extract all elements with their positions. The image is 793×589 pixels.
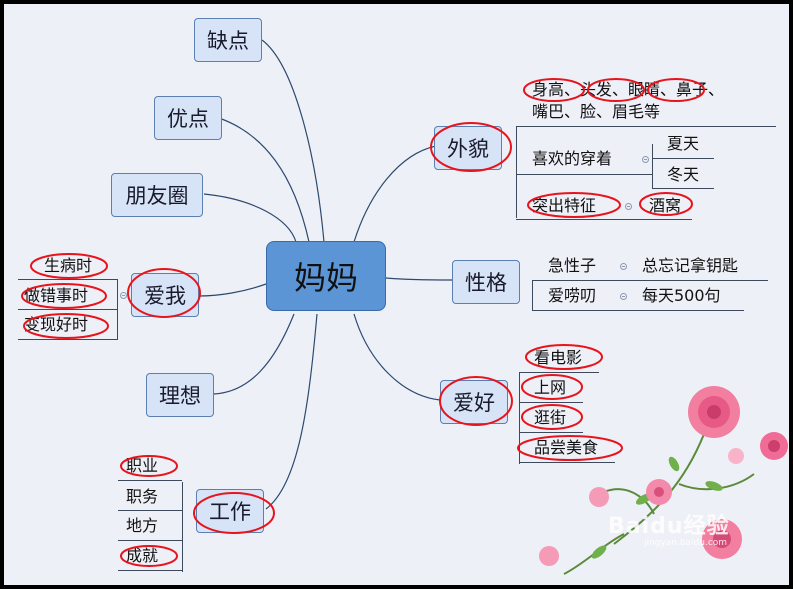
link-appearance (353, 145, 437, 243)
collapse-toggle-feature[interactable] (625, 203, 632, 210)
link-love-me (198, 283, 267, 297)
hobbies-bracket (519, 372, 520, 464)
appearance-clothes-underline (516, 174, 652, 175)
topic-merits[interactable]: 优点 (154, 96, 222, 140)
collapse-toggle-clothes[interactable] (642, 156, 649, 163)
love-me-item[interactable]: 生病时 (44, 256, 93, 275)
link-work (265, 313, 318, 510)
hobby-item-underline (519, 462, 615, 463)
work-bracket (182, 482, 183, 572)
hobby-item[interactable]: 看电影 (534, 348, 583, 367)
hobby-item-underline (519, 402, 583, 403)
love-me-item-underline (18, 309, 118, 310)
love-me-item[interactable]: 变现好时 (24, 315, 89, 334)
topic-ideal[interactable]: 理想 (146, 373, 214, 417)
baidu-watermark-url: jingyan.baidu.com (644, 538, 728, 548)
love-me-bracket (117, 280, 118, 340)
appearance-season[interactable]: 冬天 (667, 165, 700, 184)
topic-work[interactable]: 工作 (196, 489, 264, 533)
baidu-watermark: Baidu经验 (608, 514, 730, 539)
personality-row-underline (532, 310, 744, 311)
center-topic[interactable]: 妈妈 (266, 241, 386, 311)
personality-trait[interactable]: 急性子 (548, 256, 597, 275)
collapse-toggle-trait[interactable] (620, 263, 627, 270)
rose-decoration-image (539, 386, 788, 575)
appearance-features-line1[interactable]: 身高、头发、眼睛、鼻子、 (532, 80, 725, 99)
collapse-toggle-trait[interactable] (620, 293, 627, 300)
love-me-item-underline (18, 339, 118, 340)
connector-lines (198, 39, 453, 510)
hobby-item-underline (519, 432, 583, 433)
topic-defects[interactable]: 缺点 (194, 18, 262, 62)
mind-map-canvas: 妈妈 缺点 优点 朋友圈 爱我 生病时 做错事时 变现好时 理想 工作 职业 职… (4, 4, 789, 585)
topic-love-me[interactable]: 爱我 (131, 273, 199, 317)
appearance-clothes[interactable]: 喜欢的穿着 (532, 149, 613, 168)
link-merits (218, 117, 310, 243)
appearance-features-line2[interactable]: 嘴巴、脸、眉毛等 (532, 102, 661, 121)
topic-moments[interactable]: 朋友圈 (111, 173, 203, 217)
love-me-item[interactable]: 做错事时 (24, 286, 89, 305)
appearance-season[interactable]: 夏天 (667, 134, 700, 153)
hobby-item-underline (519, 372, 599, 373)
work-item-underline (118, 540, 182, 541)
personality-detail[interactable]: 每天500句 (642, 286, 721, 305)
work-item[interactable]: 地方 (126, 516, 159, 535)
appearance-feature[interactable]: 突出特征 (532, 196, 597, 215)
link-defects (261, 39, 325, 243)
work-item-underline (118, 510, 182, 511)
appearance-features-underline (516, 126, 776, 127)
appearance-season-underline (652, 188, 714, 189)
appearance-dimple-underline (636, 219, 692, 220)
love-me-item-underline (18, 279, 118, 280)
link-moments (203, 193, 297, 243)
link-ideal (213, 313, 295, 395)
personality-detail[interactable]: 总忘记拿钥匙 (642, 256, 739, 275)
personality-trait[interactable]: 爱唠叨 (548, 286, 597, 305)
appearance-season-underline (652, 158, 714, 159)
work-item[interactable]: 成就 (126, 546, 159, 565)
work-item[interactable]: 职业 (126, 456, 159, 475)
work-item-underline (118, 480, 182, 481)
personality-bracket (532, 280, 533, 310)
work-item-underline (118, 570, 182, 571)
appearance-bracket (516, 126, 517, 218)
personality-row-underline (532, 280, 768, 281)
work-item[interactable]: 职务 (126, 487, 159, 506)
appearance-feature-underline (516, 219, 636, 220)
topic-appearance[interactable]: 外貌 (434, 126, 502, 170)
link-personality (385, 277, 453, 281)
topic-personality[interactable]: 性格 (452, 260, 520, 304)
link-hobbies (353, 313, 441, 401)
topic-hobbies[interactable]: 爱好 (440, 380, 508, 424)
collapse-toggle-love-me[interactable] (120, 292, 127, 299)
clothes-bracket (652, 144, 653, 188)
appearance-dimple[interactable]: 酒窝 (649, 196, 682, 215)
